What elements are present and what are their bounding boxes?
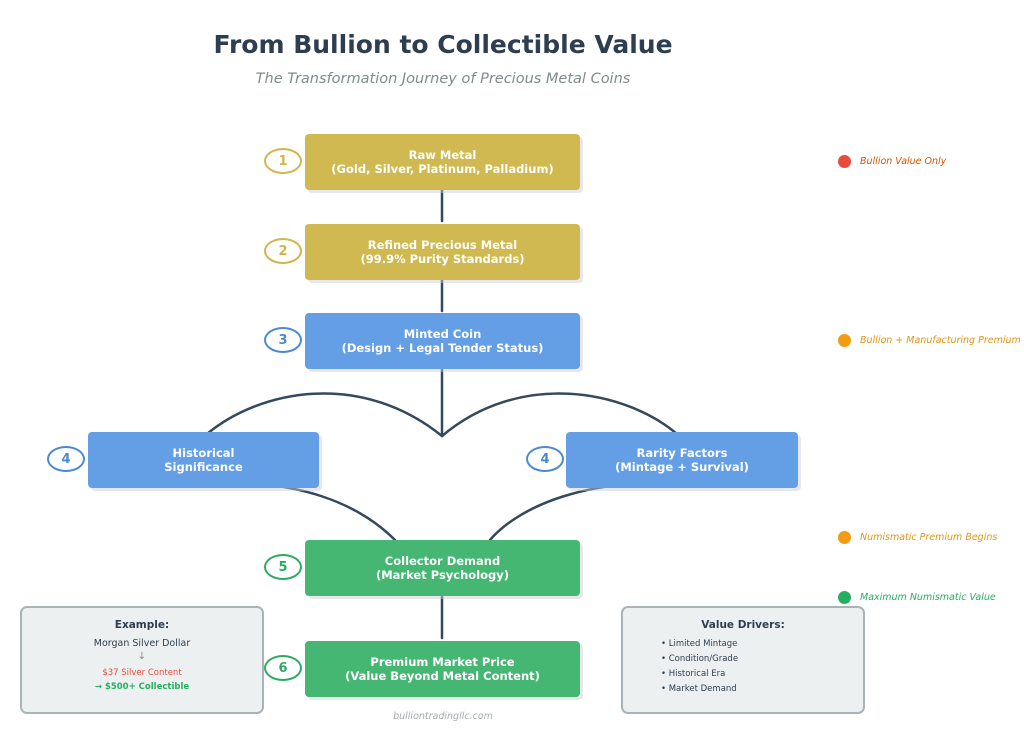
example-box: Example: Morgan Silver Dollar ↓ $37 Silv… [20, 606, 264, 714]
legend-dot-green [838, 591, 851, 604]
value-drivers-box: Value Drivers: • Limited Mintage • Condi… [621, 606, 865, 714]
step-4-rarity-detail: (Mintage + Survival) [615, 460, 749, 474]
step-3-title: Minted Coin [403, 327, 482, 341]
step-5-collector-demand: Collector Demand (Market Psychology) [305, 540, 580, 596]
step-4-rarity-title: Rarity Factors [636, 446, 728, 460]
step-3-number: 3 [278, 332, 288, 348]
legend-manufacturing-premium: Bullion + Manufacturing Premium [838, 334, 1021, 347]
value-drivers-heading: Value Drivers: [701, 619, 785, 631]
step-3-minted-coin: Minted Coin (Design + Legal Tender Statu… [305, 313, 580, 369]
value-driver-item: • Limited Mintage [661, 639, 738, 649]
step-3-number-badge: 3 [264, 327, 302, 353]
step-4-historical-title: Historical [172, 446, 235, 460]
legend-label: Bullion Value Only [860, 156, 947, 167]
step-5-number: 5 [278, 559, 288, 575]
diagram-title: From Bullion to Collectible Value [213, 30, 673, 59]
example-heading: Example: [114, 619, 170, 631]
legend-dot-orange [838, 531, 851, 544]
step-4-rarity-number: 4 [540, 451, 550, 467]
legend-dot-red [838, 155, 851, 168]
step-4-rarity-number-badge: 4 [526, 446, 564, 472]
example-silver-content: $37 Silver Content [102, 668, 182, 678]
step-4-rarity-factors: Rarity Factors (Mintage + Survival) [566, 432, 798, 488]
example-collectible-value: → $500+ Collectible [94, 682, 190, 692]
footer-website: bulliontradingllc.com [393, 711, 493, 722]
legend-bullion-only: Bullion Value Only [838, 155, 946, 168]
step-4-historical-significance: Historical Significance [88, 432, 319, 488]
step-4-historical-number: 4 [61, 451, 71, 467]
legend-dot-orange [838, 334, 851, 347]
legend-numismatic-begins: Numismatic Premium Begins [838, 531, 997, 544]
step-4-historical-detail: Significance [164, 460, 243, 474]
step-1-detail: (Gold, Silver, Platinum, Palladium) [331, 162, 554, 176]
step-1-title: Raw Metal [408, 148, 477, 162]
example-down-arrow: ↓ [137, 651, 147, 662]
step-2-number: 2 [278, 243, 288, 259]
step-2-detail: (99.9% Purity Standards) [360, 252, 525, 266]
value-drivers-list: • Limited Mintage • Condition/Grade • Hi… [661, 637, 863, 697]
step-6-premium-market-price: Premium Market Price (Value Beyond Metal… [305, 641, 580, 697]
connector-merge-historical [205, 392, 444, 438]
connector-historical-demand [205, 481, 397, 542]
diagram-subtitle: The Transformation Journey of Precious M… [255, 71, 631, 87]
step-2-title: Refined Precious Metal [367, 238, 518, 252]
step-6-number: 6 [278, 660, 288, 676]
step-3-detail: (Design + Legal Tender Status) [341, 341, 544, 355]
connector-rarity-demand [488, 481, 682, 542]
step-4-historical-number-badge: 4 [47, 446, 85, 472]
step-5-detail: (Market Psychology) [375, 568, 510, 582]
step-1-raw-metal: Raw Metal (Gold, Silver, Platinum, Palla… [305, 134, 580, 190]
value-driver-item: • Market Demand [661, 684, 737, 694]
step-6-detail: (Value Beyond Metal Content) [345, 669, 540, 683]
step-2-number-badge: 2 [264, 238, 302, 264]
step-1-number: 1 [278, 153, 288, 169]
legend-label: Numismatic Premium Begins [860, 532, 998, 543]
step-5-title: Collector Demand [384, 554, 501, 568]
step-6-title: Premium Market Price [370, 655, 515, 669]
connector-merge-rarity [440, 392, 679, 438]
step-6-number-badge: 6 [264, 655, 302, 681]
step-2-refined-metal: Refined Precious Metal (99.9% Purity Sta… [305, 224, 580, 280]
value-driver-item: • Condition/Grade [661, 654, 739, 664]
step-1-number-badge: 1 [264, 148, 302, 174]
legend-label: Maximum Numismatic Value [860, 592, 996, 603]
value-driver-item: • Historical Era [661, 669, 726, 679]
example-coin-name: Morgan Silver Dollar [93, 638, 191, 649]
legend-label: Bullion + Manufacturing Premium [860, 335, 1021, 346]
legend-maximum-numismatic: Maximum Numismatic Value [838, 591, 996, 604]
step-5-number-badge: 5 [264, 554, 302, 580]
